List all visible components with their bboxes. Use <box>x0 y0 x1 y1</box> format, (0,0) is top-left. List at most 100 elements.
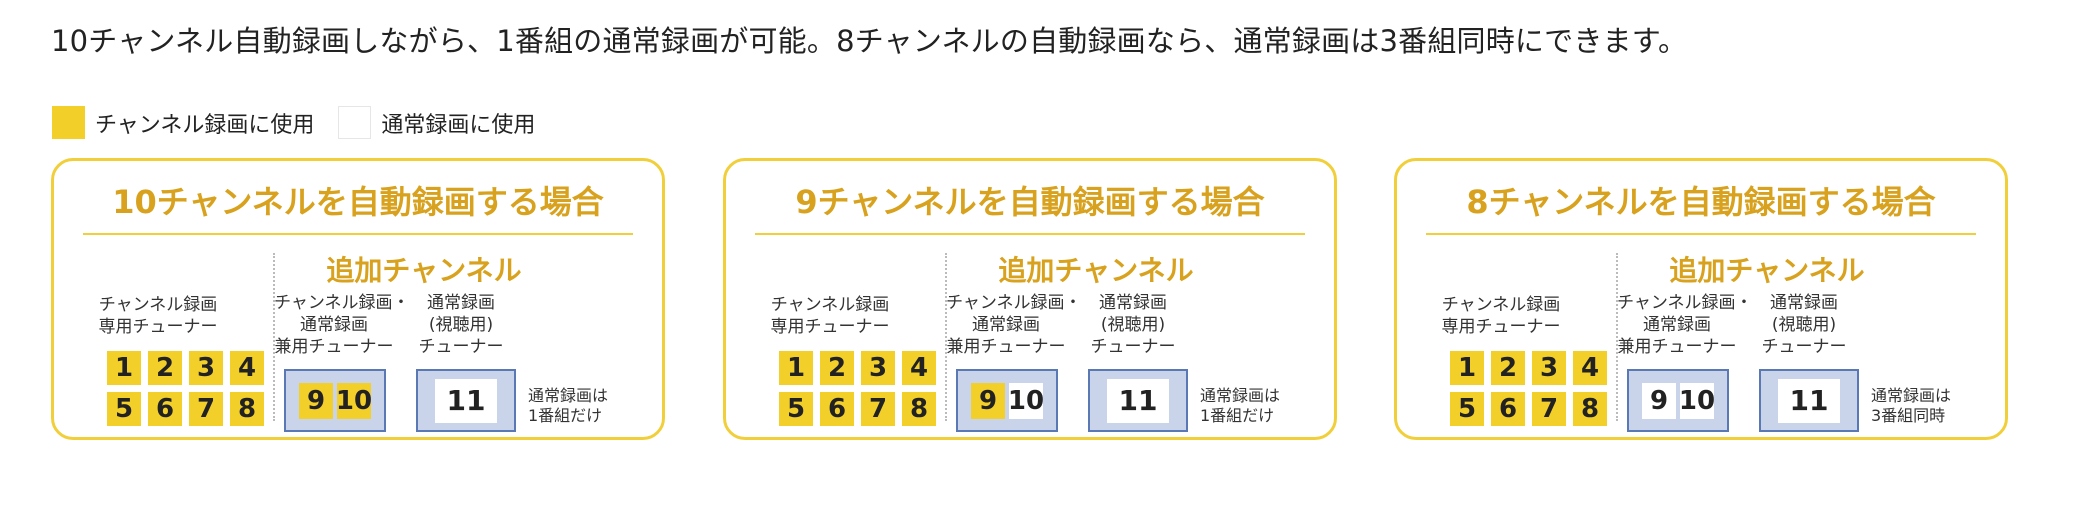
note-line: 通常録画は <box>528 386 609 405</box>
tuner-6: 6 <box>1491 392 1525 426</box>
panel-title: 10チャンネルを自動録画する場合 <box>112 183 604 221</box>
tuner-1: 1 <box>1450 351 1484 385</box>
shared-tuner-box: 9 10 <box>284 369 386 432</box>
legend-label-channel: チャンネル録画に使用 <box>95 112 315 138</box>
tuner-4: 4 <box>1573 351 1607 385</box>
dedicated-tuner-label: チャンネル録画 専用チューナー <box>760 294 900 338</box>
headline: 10チャンネル自動録画しながら、1番組の通常録画が可能。8チャンネルの自動録画な… <box>51 24 1688 58</box>
label-line: チャンネル録画・ <box>946 293 1082 313</box>
viewing-tuner-label: 通常録画 (視聴用) チューナー <box>1749 292 1859 358</box>
tuner-2: 2 <box>148 351 182 385</box>
tuner-10: 10 <box>1008 382 1044 419</box>
dedicated-tuner-grid: 1 2 3 4 5 6 7 8 <box>107 351 264 426</box>
viewing-tuner-box: 11 <box>416 369 516 432</box>
tuner-10: 10 <box>336 382 372 419</box>
dedicated-tuner-grid: 1 2 3 4 5 6 7 8 <box>779 351 936 426</box>
tuner-4: 4 <box>230 351 264 385</box>
legend-label-normal: 通常録画に使用 <box>381 112 536 138</box>
tuner-6: 6 <box>148 392 182 426</box>
tuner-11: 11 <box>1778 378 1840 423</box>
label-line: 専用チューナー <box>1441 317 1561 337</box>
label-line: チューナー <box>1090 337 1176 357</box>
dedicated-tuner-label: チャンネル録画 専用チューナー <box>1431 294 1571 338</box>
panel-8ch: 8チャンネルを自動録画する場合 追加チャンネル チャンネル録画 専用チューナー … <box>1394 158 2008 440</box>
label-line: チャンネル録画 <box>770 295 890 315</box>
divider-line <box>83 233 633 235</box>
tuner-5: 5 <box>779 392 813 426</box>
label-line: チャンネル録画 <box>1441 295 1561 315</box>
label-line: 専用チューナー <box>770 317 890 337</box>
tuner-2: 2 <box>1491 351 1525 385</box>
label-line: 専用チューナー <box>98 317 218 337</box>
legend: チャンネル録画に使用 通常録画に使用 <box>52 106 559 139</box>
normal-recording-note: 通常録画は 1番組だけ <box>528 386 608 426</box>
label-line: チャンネル録画・ <box>1617 293 1753 313</box>
tuner-1: 1 <box>107 351 141 385</box>
tuner-7: 7 <box>189 392 223 426</box>
label-line: (視聴用) <box>1771 315 1837 335</box>
label-line: 通常録画 <box>1099 293 1167 313</box>
shared-tuner-label: チャンネル録画・ 通常録画 兼用チューナー <box>1617 292 1753 358</box>
note-line: 通常録画は <box>1871 386 1952 405</box>
shared-tuner-label: チャンネル録画・ 通常録画 兼用チューナー <box>274 292 410 358</box>
tuner-5: 5 <box>1450 392 1484 426</box>
label-line: (視聴用) <box>428 315 494 335</box>
tuner-2: 2 <box>820 351 854 385</box>
dotted-divider <box>945 253 947 421</box>
label-line: チューナー <box>418 337 504 357</box>
tuner-3: 3 <box>189 351 223 385</box>
panel-10ch: 10チャンネルを自動録画する場合 追加チャンネル チャンネル録画 専用チューナー… <box>51 158 665 440</box>
divider-line <box>1426 233 1976 235</box>
shared-tuner-box: 9 10 <box>1627 369 1729 432</box>
dotted-divider <box>1616 253 1618 421</box>
tuner-10: 10 <box>1679 382 1715 419</box>
tuner-5: 5 <box>107 392 141 426</box>
tuner-9: 9 <box>1642 382 1676 419</box>
panel-9ch: 9チャンネルを自動録画する場合 追加チャンネル チャンネル録画 専用チューナー … <box>723 158 1337 440</box>
label-line: 通常録画 <box>427 293 495 313</box>
viewing-tuner-label: 通常録画 (視聴用) チューナー <box>406 292 516 358</box>
tuner-4: 4 <box>902 351 936 385</box>
tuner-3: 3 <box>861 351 895 385</box>
normal-recording-note: 通常録画は 1番組だけ <box>1200 386 1280 426</box>
viewing-tuner-box: 11 <box>1759 369 1859 432</box>
label-line: 兼用チューナー <box>946 337 1066 357</box>
tuner-8: 8 <box>902 392 936 426</box>
label-line: 兼用チューナー <box>1617 337 1737 357</box>
note-line: 1番組だけ <box>528 406 603 425</box>
viewing-tuner-box: 11 <box>1088 369 1188 432</box>
tuner-8: 8 <box>1573 392 1607 426</box>
shared-tuner-box: 9 10 <box>956 369 1058 432</box>
normal-recording-note: 通常録画は 3番組同時 <box>1871 386 1951 426</box>
legend-swatch-channel <box>52 106 85 139</box>
dedicated-tuner-grid: 1 2 3 4 5 6 7 8 <box>1450 351 1607 426</box>
tuner-9: 9 <box>299 382 333 419</box>
label-line: 通常録画 <box>1770 293 1838 313</box>
note-line: 1番組だけ <box>1200 406 1275 425</box>
viewing-tuner-label: 通常録画 (視聴用) チューナー <box>1078 292 1188 358</box>
additional-channel-label: 追加チャンネル <box>1669 254 1865 287</box>
tuner-7: 7 <box>861 392 895 426</box>
label-line: (視聴用) <box>1100 315 1166 335</box>
note-line: 通常録画は <box>1200 386 1281 405</box>
label-line: 通常録画 <box>1643 315 1711 335</box>
legend-swatch-normal <box>338 106 372 139</box>
additional-channel-label: 追加チャンネル <box>998 254 1194 287</box>
tuner-1: 1 <box>779 351 813 385</box>
label-line: 兼用チューナー <box>274 337 394 357</box>
label-line: チャンネル録画 <box>98 295 218 315</box>
panel-title: 8チャンネルを自動録画する場合 <box>1466 183 1936 221</box>
tuner-7: 7 <box>1532 392 1566 426</box>
tuner-8: 8 <box>230 392 264 426</box>
dotted-divider <box>273 253 275 421</box>
label-line: 通常録画 <box>300 315 368 335</box>
tuner-11: 11 <box>435 378 497 423</box>
tuner-3: 3 <box>1532 351 1566 385</box>
label-line: 通常録画 <box>972 315 1040 335</box>
shared-tuner-label: チャンネル録画・ 通常録画 兼用チューナー <box>946 292 1082 358</box>
label-line: チューナー <box>1761 337 1847 357</box>
dedicated-tuner-label: チャンネル録画 専用チューナー <box>88 294 228 338</box>
tuner-11: 11 <box>1107 378 1169 423</box>
panel-title: 9チャンネルを自動録画する場合 <box>795 183 1265 221</box>
tuner-6: 6 <box>820 392 854 426</box>
